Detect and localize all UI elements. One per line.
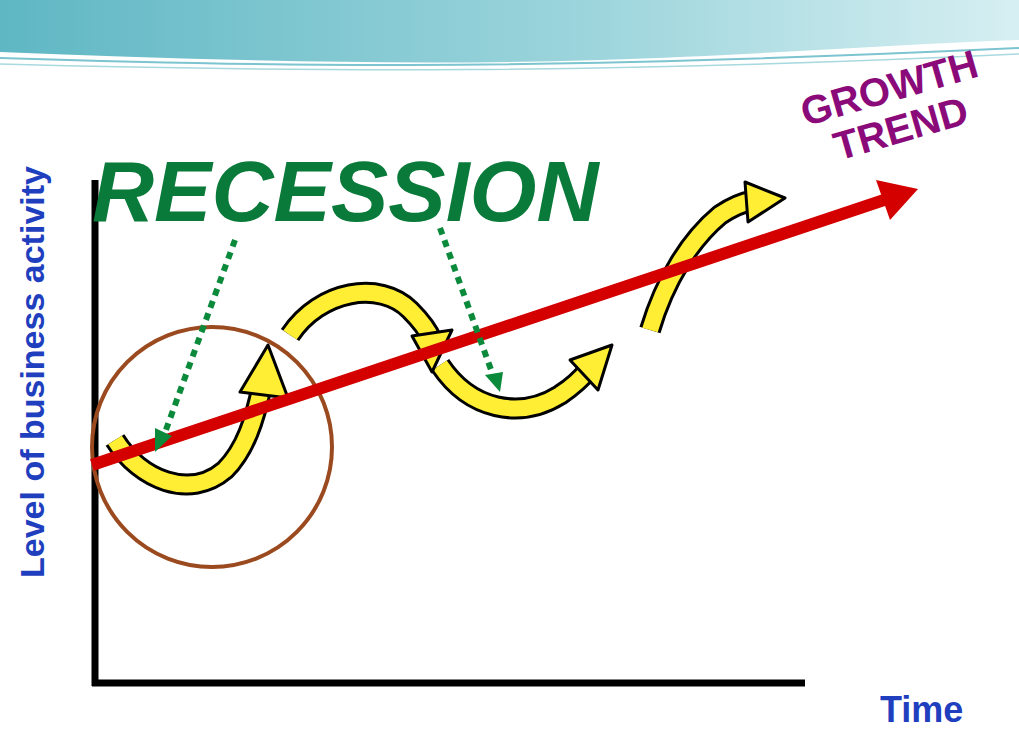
cycle-arrows [115,201,752,484]
axis-label: Level of business activity [15,166,49,578]
pointer-lines [163,228,494,438]
header-line [0,54,1019,70]
recession-heading: RECESSION [92,148,599,234]
x-axis [92,680,805,687]
header-band [0,0,1019,62]
trend-label: GROWTH TREND [787,40,1002,176]
trend-arrowhead [876,180,918,220]
trend-line [92,198,890,465]
pointer-heads [155,372,503,452]
axis-label: Time [880,692,963,728]
header-line [0,48,1019,65]
